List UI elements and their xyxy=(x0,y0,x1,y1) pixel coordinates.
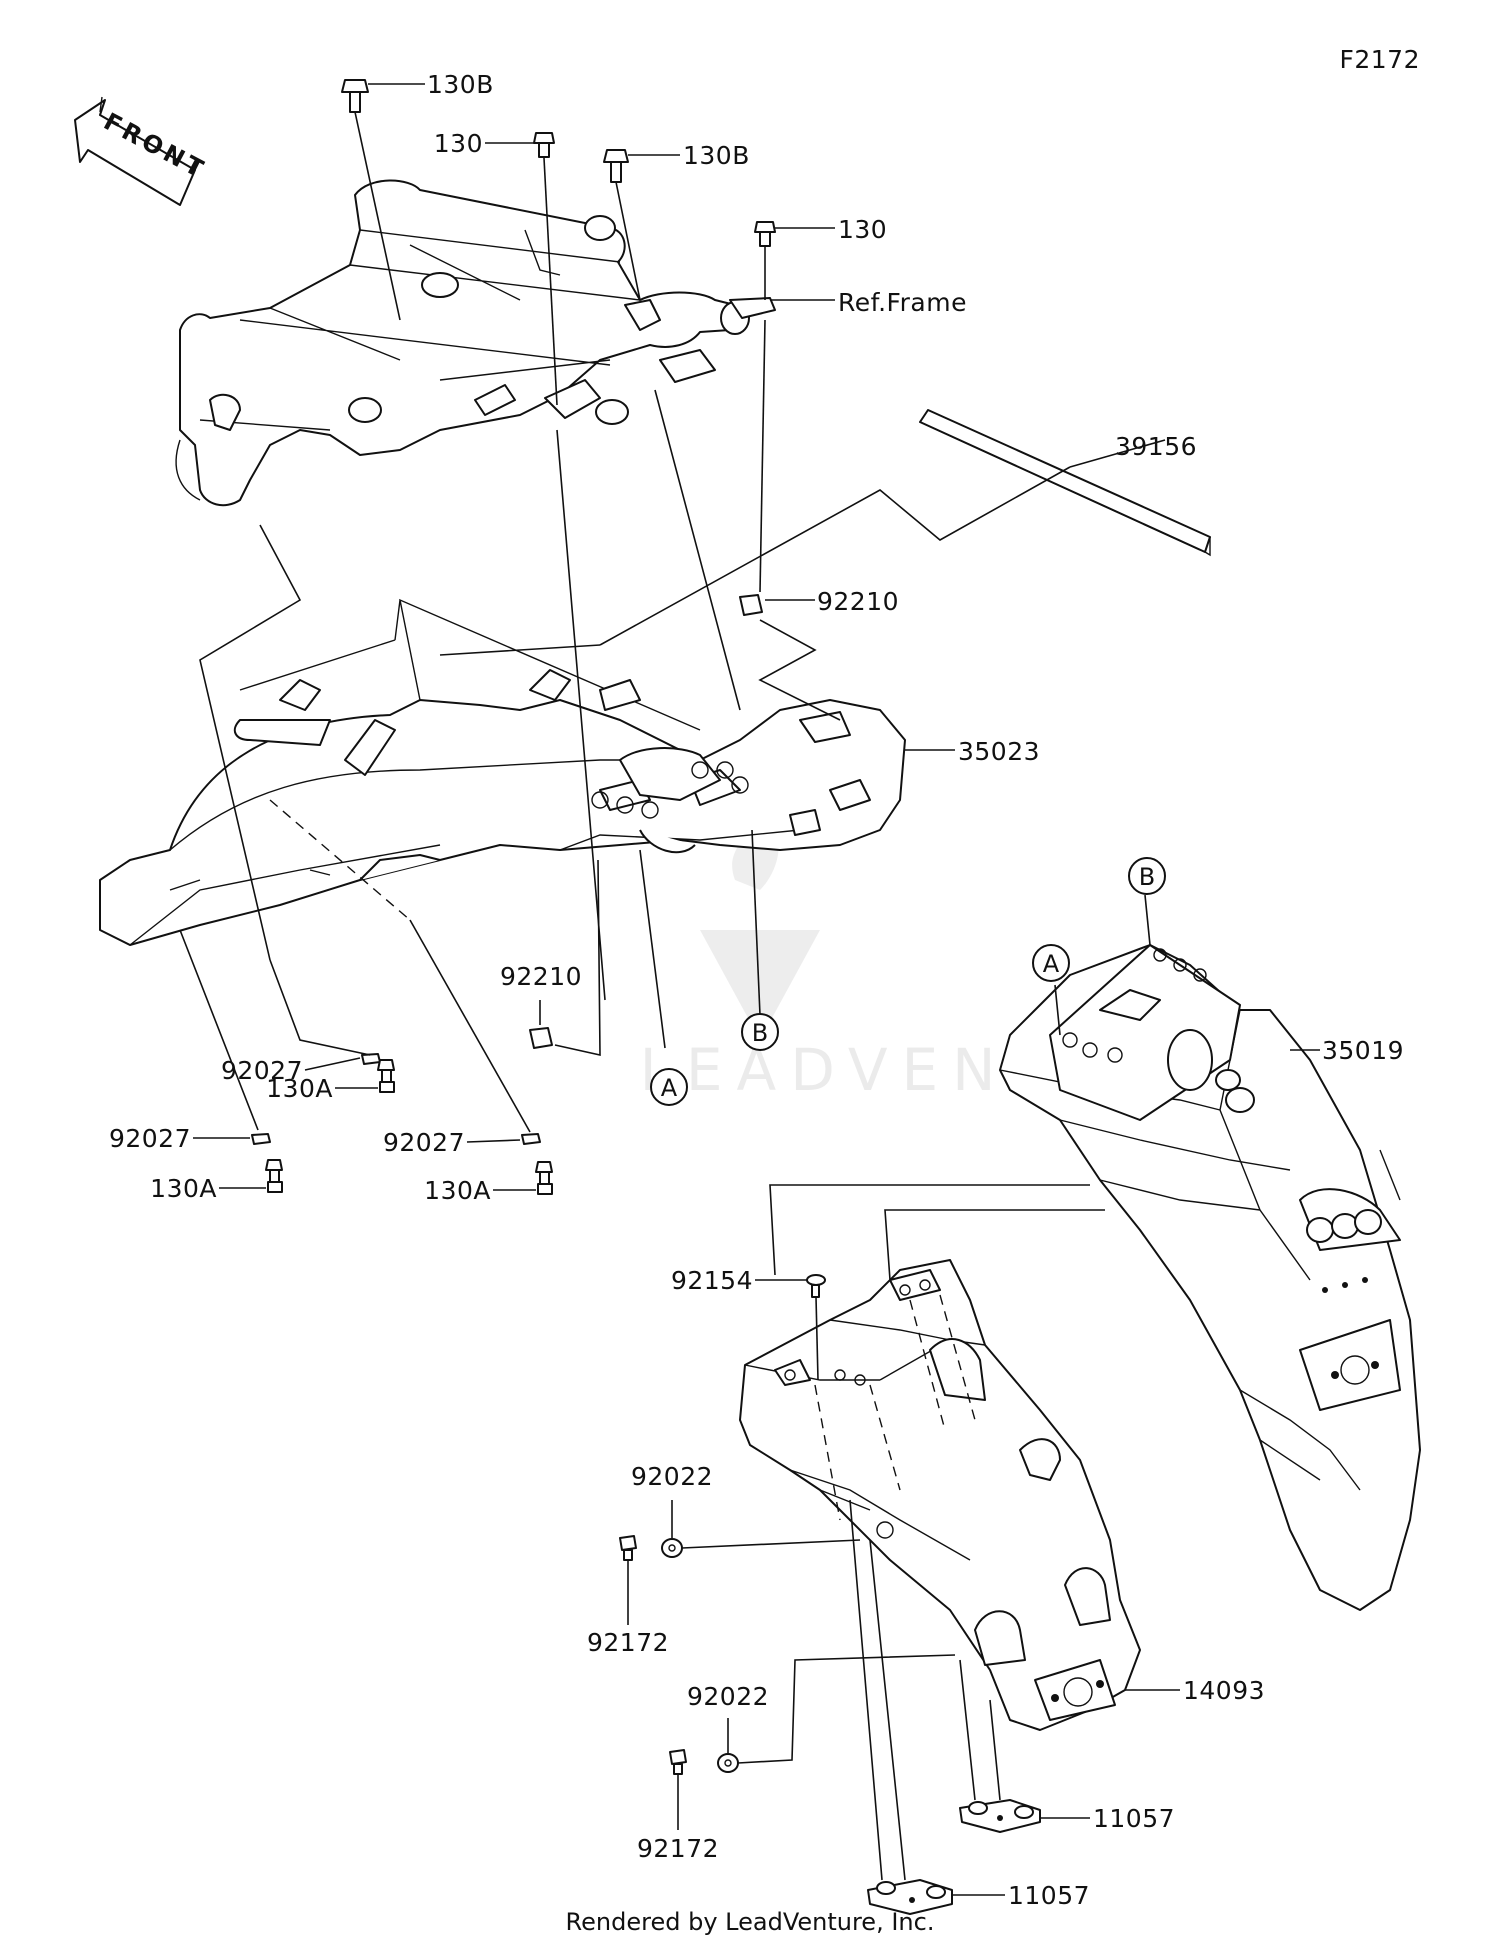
part-label-92210-lower: 92210 xyxy=(500,962,582,991)
bolt-130b-left xyxy=(341,79,369,113)
nut-92027-b xyxy=(251,1133,271,1145)
rear-frame xyxy=(175,179,776,507)
callout-a-label: A xyxy=(661,1074,678,1102)
part-label-35019: 35019 xyxy=(1322,1036,1404,1065)
part-label-92172-b: 92172 xyxy=(637,1834,719,1863)
part-label-11057-a: 11057 xyxy=(1093,1804,1175,1833)
bolt-92172-a xyxy=(619,1535,637,1561)
part-label-14093: 14093 xyxy=(1183,1676,1265,1705)
bolt-130-a xyxy=(533,132,555,158)
leader-lines xyxy=(179,83,1320,1896)
part-label-92022-a: 92022 xyxy=(631,1462,713,1491)
diagram-code: F2172 xyxy=(1339,45,1420,74)
nut-92027-c xyxy=(521,1133,541,1145)
callout-circle-a-fender: A xyxy=(1032,944,1070,982)
nut-92027-a xyxy=(361,1053,381,1065)
part-label-35023: 35023 xyxy=(958,737,1040,766)
part-label-39156: 39156 xyxy=(1115,432,1197,461)
bolt-130a-a xyxy=(377,1059,395,1093)
callout-circle-b-fender: B xyxy=(1128,857,1166,895)
part-label-130a-c: 130A xyxy=(424,1176,491,1205)
screw-92154 xyxy=(806,1274,826,1298)
clip-92210-top xyxy=(739,594,763,616)
part-label-92027-a: 92027 xyxy=(221,1056,303,1085)
callout-a-fender-label: A xyxy=(1043,950,1060,978)
front-arrow-icon: FRONT xyxy=(74,96,211,206)
part-label-11057-b: 11057 xyxy=(1008,1881,1090,1910)
part-label-130-b: 130 xyxy=(838,215,887,244)
part-label-92027-b: 92027 xyxy=(109,1124,191,1153)
callout-circle-b-tray: B xyxy=(741,1013,779,1051)
part-label-130a-b: 130A xyxy=(150,1174,217,1203)
washer-92022-a xyxy=(661,1538,683,1558)
bolt-130a-b xyxy=(265,1159,283,1193)
part-labels: 130B 130 130B 130 Ref.Frame 39156 92210 … xyxy=(109,70,1404,1910)
part-label-130a-a: 130A xyxy=(266,1074,333,1103)
callout-b-fender-label: B xyxy=(1139,863,1155,891)
part-label-92154: 92154 xyxy=(671,1266,753,1295)
part-label-92172-a: 92172 xyxy=(587,1628,669,1657)
part-label-130b-right: 130B xyxy=(683,141,750,170)
callout-b-label: B xyxy=(752,1019,768,1047)
part-label-92027-c: 92027 xyxy=(383,1128,465,1157)
part-label-92210-top: 92210 xyxy=(817,587,899,616)
washer-92022-b xyxy=(717,1753,739,1773)
under-tray-35023 xyxy=(99,598,906,946)
bracket-11057-a xyxy=(959,1799,1041,1833)
part-label-ref-frame: Ref.Frame xyxy=(838,288,967,317)
mud-flap-14093 xyxy=(739,1259,1141,1731)
callout-circle-a-tray: A xyxy=(650,1068,688,1106)
bolt-130a-c xyxy=(535,1161,553,1195)
reflector-strip-39156 xyxy=(919,409,1211,557)
bolt-130-b xyxy=(754,221,776,247)
part-label-130b-left: 130B xyxy=(427,70,494,99)
footer-credit: Rendered by LeadVenture, Inc. xyxy=(566,1908,935,1936)
part-label-130-a: 130 xyxy=(434,129,483,158)
rear-fender-35019 xyxy=(999,944,1421,1611)
bracket-11057-b xyxy=(867,1879,953,1915)
part-label-92022-b: 92022 xyxy=(687,1682,769,1711)
clip-92210-lower xyxy=(529,1027,553,1049)
bolt-130b-right xyxy=(603,149,629,183)
bolt-92172-b xyxy=(669,1749,687,1775)
